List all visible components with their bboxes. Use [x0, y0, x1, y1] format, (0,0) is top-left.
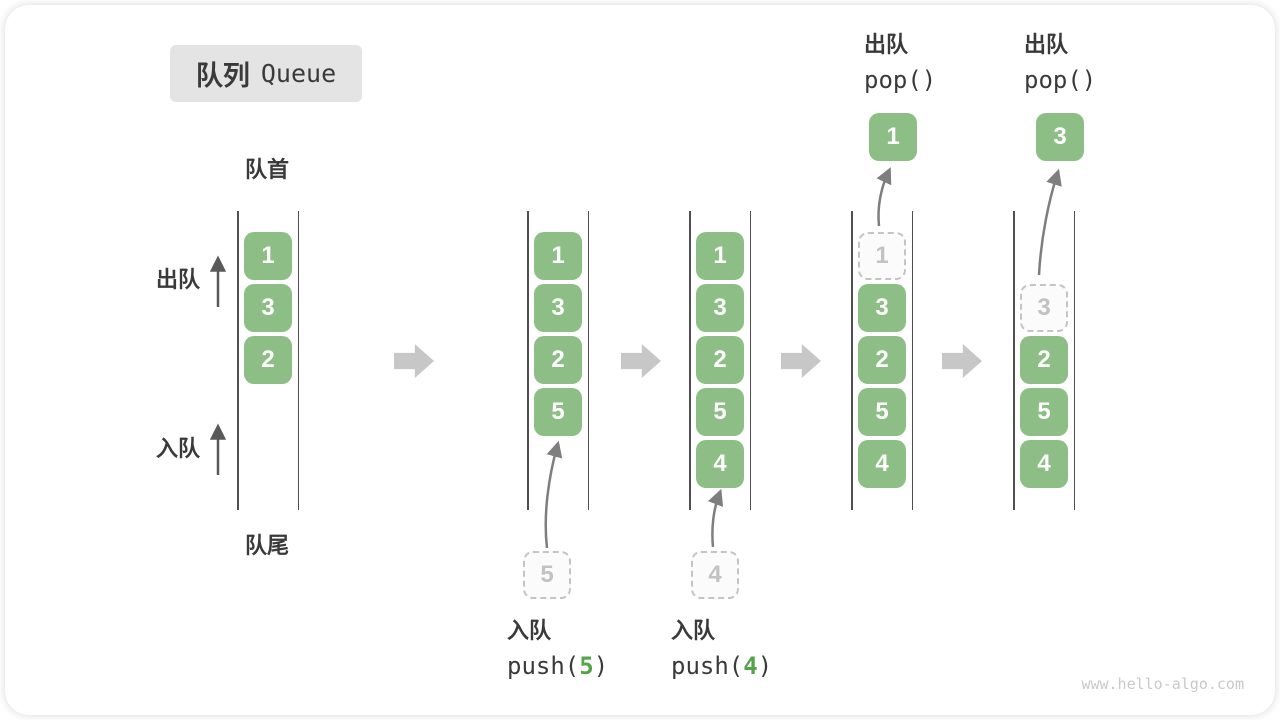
queue-element: 4 [1020, 440, 1068, 488]
channel-right-line [1073, 211, 1075, 510]
operation-code: push(5) [507, 652, 609, 680]
queue-element: 5 [696, 388, 744, 436]
watermark: www.hello-algo.com [1081, 675, 1244, 693]
queue-element: 5 [534, 388, 582, 436]
label-queue-front: 队首 [244, 157, 289, 182]
operation-name: 入队 [671, 618, 716, 643]
queue-element: 5 [1020, 388, 1068, 436]
queue-element-popped: 3 [1036, 113, 1084, 161]
queue-element-ghost: 1 [858, 232, 906, 280]
operation-argument: 5 [579, 652, 594, 680]
queue-element-incoming: 5 [523, 551, 571, 599]
queue-element-ghost: 3 [1020, 284, 1068, 332]
operation-code: pop() [1024, 66, 1097, 94]
queue-element: 3 [858, 284, 906, 332]
label-dequeue: 出队 [155, 267, 200, 292]
title-text-en: Queue [260, 59, 337, 88]
queue-element: 1 [244, 232, 292, 280]
diagram-title: 队列 Queue [170, 45, 362, 102]
channel-right-line [749, 211, 751, 510]
channel-left-line [527, 211, 529, 510]
queue-element: 3 [696, 284, 744, 332]
operation-name: 入队 [507, 618, 552, 643]
operation-code: push(4) [671, 652, 773, 680]
queue-element-popped: 1 [869, 113, 917, 161]
channel-left-line [851, 211, 853, 510]
channel-left-line [1013, 211, 1015, 510]
operation-name: 出队 [1024, 32, 1069, 57]
queue-element: 2 [244, 336, 292, 384]
queue-element: 1 [696, 232, 744, 280]
operation-name: 出队 [864, 32, 909, 57]
queue-element: 2 [696, 336, 744, 384]
queue-element: 3 [534, 284, 582, 332]
queue-element: 5 [858, 388, 906, 436]
queue-element: 2 [1020, 336, 1068, 384]
queue-element: 2 [534, 336, 582, 384]
channel-left-line [237, 211, 239, 510]
operation-label: 入队 push(4) [671, 616, 772, 681]
title-text-zh: 队列 [195, 61, 250, 91]
operation-argument: 4 [743, 652, 758, 680]
queue-element: 3 [244, 284, 292, 332]
channel-right-line [297, 211, 299, 510]
operation-label: 出队 pop() [1024, 30, 1096, 95]
label-enqueue: 入队 [155, 436, 200, 461]
channel-right-line [587, 211, 589, 510]
channel-right-line [911, 211, 913, 510]
label-queue-rear: 队尾 [244, 533, 289, 558]
queue-element: 4 [858, 440, 906, 488]
queue-element: 1 [534, 232, 582, 280]
queue-element-incoming: 4 [691, 551, 739, 599]
operation-label: 入队 push(5) [507, 616, 608, 681]
queue-element: 4 [696, 440, 744, 488]
operation-label: 出队 pop() [864, 30, 936, 95]
channel-left-line [689, 211, 691, 510]
queue-element: 2 [858, 336, 906, 384]
operation-code: pop() [864, 66, 937, 94]
